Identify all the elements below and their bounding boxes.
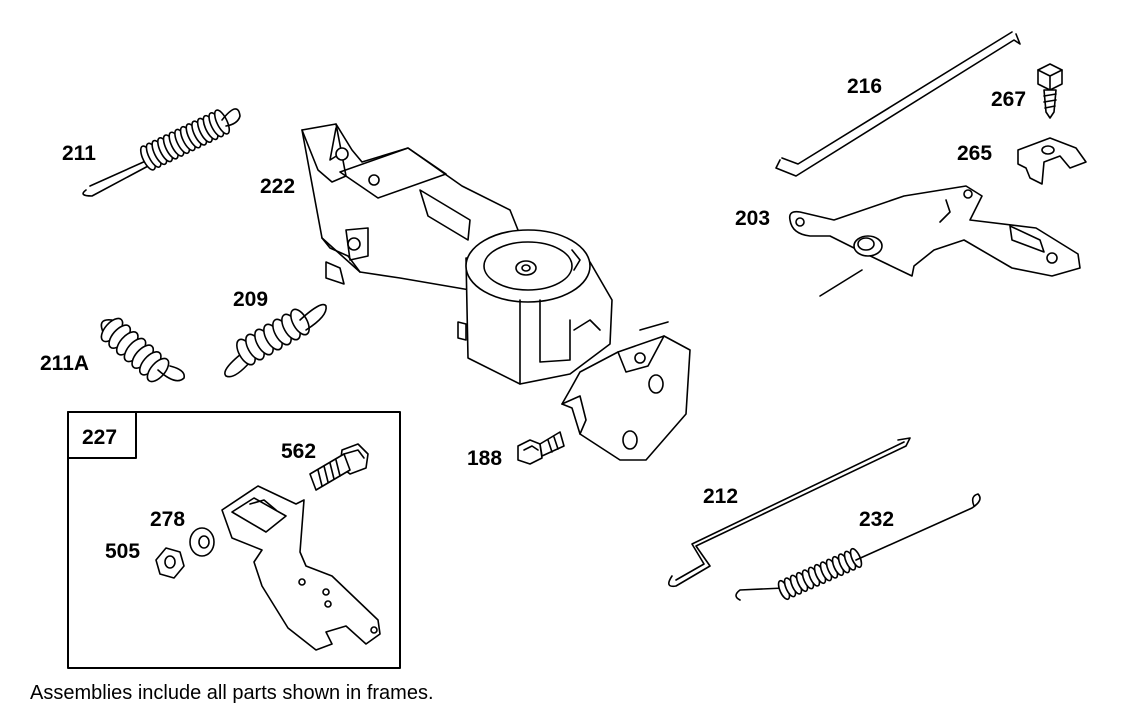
label-188: 188 — [467, 447, 502, 470]
assembly-frame-227 — [67, 411, 401, 669]
spring-coil — [290, 308, 310, 336]
label-222: 222 — [260, 175, 295, 198]
part-222-bracket — [301, 123, 691, 461]
part-232-spring — [735, 493, 981, 601]
part-203-lever — [788, 185, 1081, 297]
part-212-rod — [668, 437, 911, 588]
part-216-rod — [775, 31, 1021, 177]
part-278-washer — [189, 527, 215, 557]
frame-227-bracket — [221, 485, 381, 651]
label-211a: 211A — [40, 352, 89, 375]
part-211a-spring — [100, 317, 186, 383]
part-505-nut — [155, 547, 185, 579]
part-267-screw — [1037, 63, 1063, 119]
label-227: 227 — [82, 426, 117, 449]
part-209-spring — [224, 303, 327, 378]
part-562-bolt — [309, 443, 369, 491]
footnote: Assemblies include all parts shown in fr… — [30, 682, 434, 704]
spring-coil — [849, 547, 863, 569]
label-216: 216 — [847, 75, 882, 98]
label-278: 278 — [150, 508, 185, 531]
spring-coil — [213, 109, 231, 135]
label-203: 203 — [735, 207, 770, 230]
label-209: 209 — [233, 288, 268, 311]
label-265: 265 — [957, 142, 992, 165]
label-562: 562 — [281, 440, 316, 463]
label-505: 505 — [105, 540, 140, 563]
part-188-bolt — [517, 431, 565, 465]
label-211: 211 — [62, 142, 96, 165]
label-267: 267 — [991, 88, 1026, 111]
part-211-spring — [82, 108, 241, 197]
part-265-clip — [1017, 137, 1087, 185]
label-232: 232 — [859, 508, 894, 531]
label-212: 212 — [703, 485, 738, 508]
